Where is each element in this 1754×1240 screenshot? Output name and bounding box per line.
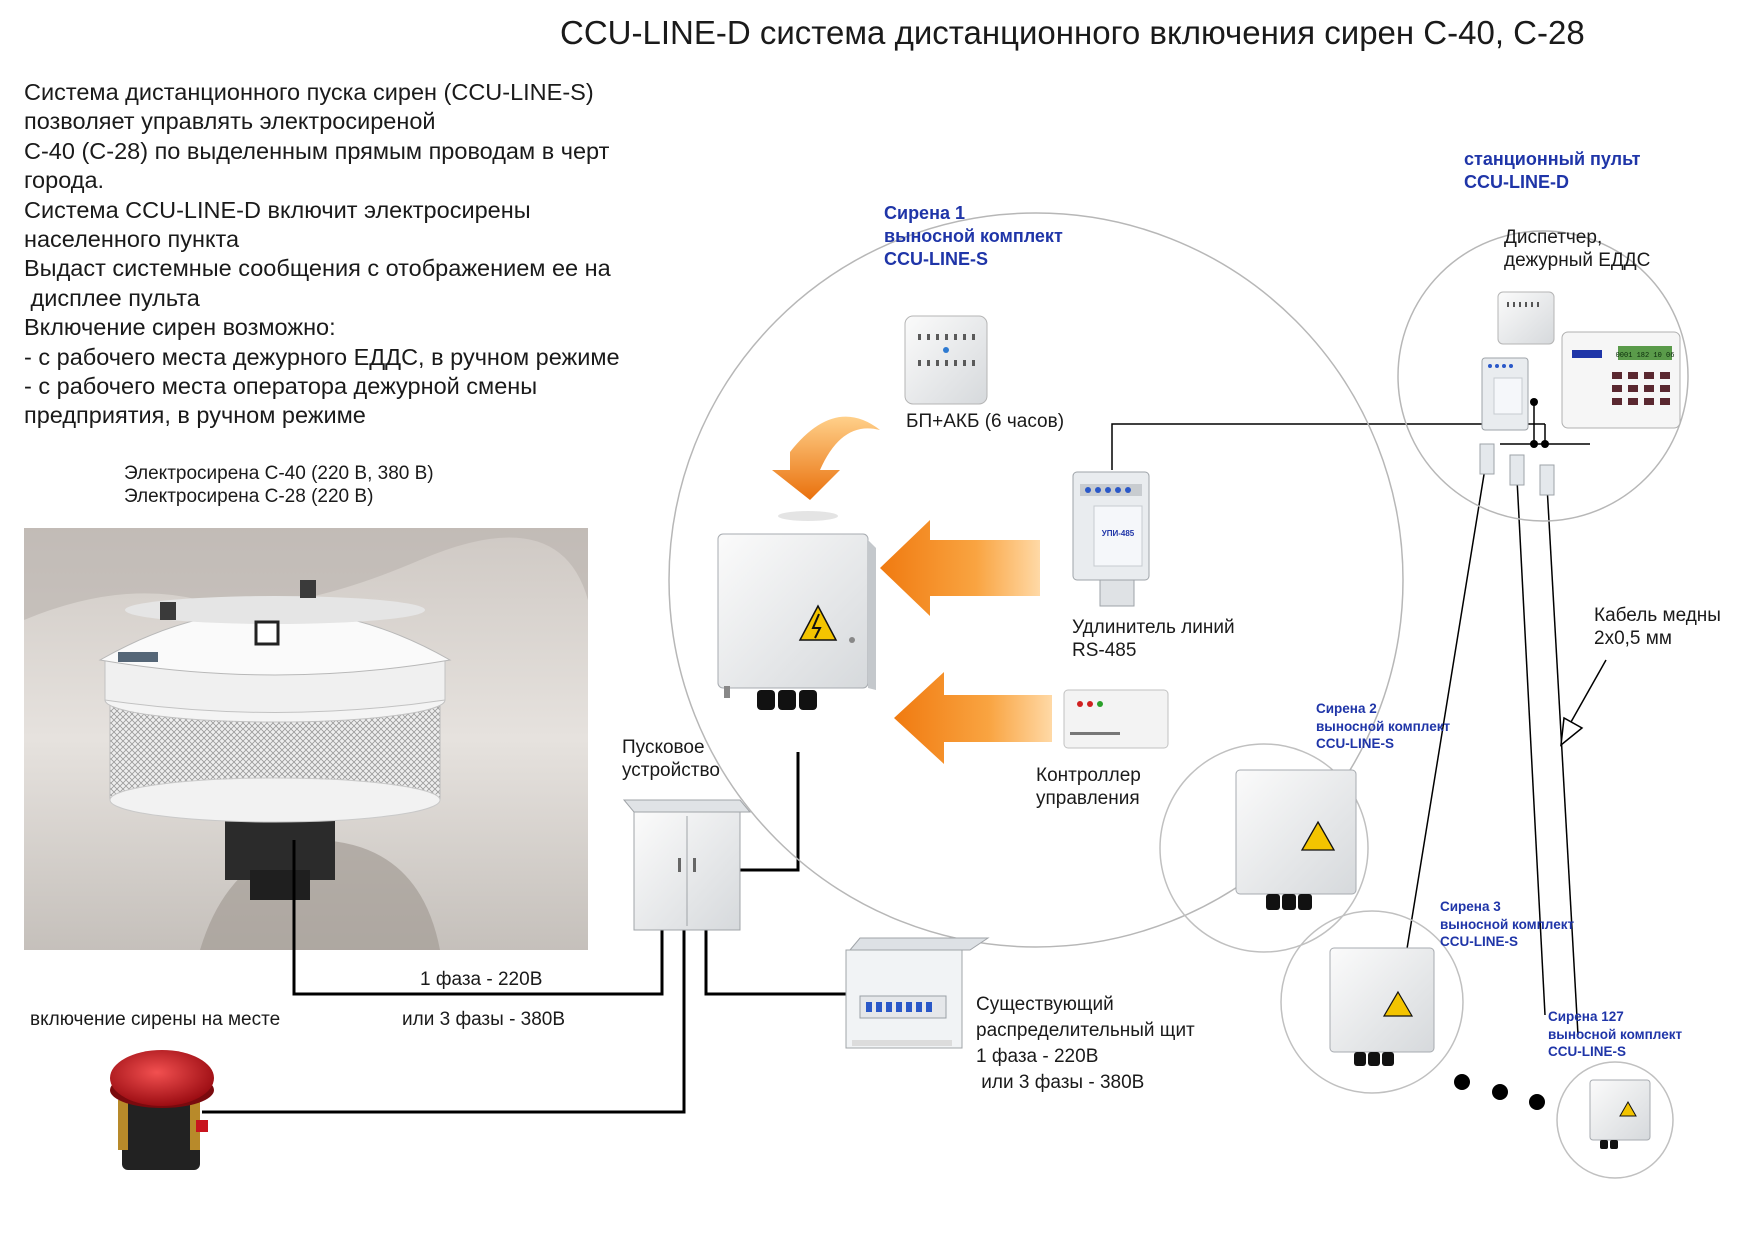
controller-label: Контроллер управления — [1036, 764, 1141, 810]
cable-label-line: Кабель медны — [1594, 605, 1721, 626]
extender-label: Удлинитель линий RS-485 — [1072, 616, 1235, 662]
power-wires — [202, 752, 850, 1114]
extender-label-line: Удлинитель линий — [1072, 617, 1235, 638]
controller-label-line: управления — [1036, 788, 1140, 809]
intro-line: дисплее пульта — [24, 284, 200, 311]
intro-line: - с рабочего места дежурного ЕДДС, в руч… — [24, 343, 620, 370]
siren3-kit-label-line: CCU-LINE-S — [1440, 934, 1518, 949]
siren127-kit-label-line: Сирена 127 — [1548, 1009, 1624, 1024]
siren3-kit-label: Сирена 3 выносной комплект CCU-LINE-S — [1440, 898, 1574, 951]
dispatcher-label-line: дежурный ЕДДС — [1504, 250, 1651, 271]
siren-caption: Электросирена С-40 (220 В, 380 В) Электр… — [124, 462, 434, 508]
siren-photo — [24, 528, 588, 950]
dispatcher-label: Диспетчер, дежурный ЕДДС — [1504, 226, 1650, 272]
cable-label: Кабель медны 2х0,5 мм — [1594, 604, 1721, 650]
siren2-kit-label-line: Сирена 2 — [1316, 701, 1377, 716]
page-title: CCU-LINE-D система дистанционного включе… — [560, 14, 1585, 51]
arrow-controller-to-box — [894, 672, 1052, 764]
siren3-circle — [1280, 910, 1464, 1094]
emergency-button-icon — [110, 1050, 214, 1170]
console-psu-icon — [1497, 291, 1555, 345]
siren127-kit-label-line: выносной комплект — [1548, 1026, 1683, 1042]
console-kit-label-line: станционный пульт — [1464, 149, 1641, 169]
console-line-modules-icon — [1479, 443, 1555, 496]
siren1-kit-label-line: Сирена 1 — [884, 203, 965, 223]
siren3-kit-label-line: Сирена 3 — [1440, 899, 1501, 914]
distribution-panel-icon — [845, 937, 990, 1049]
console-kit-label-line: CCU-LINE-D — [1464, 172, 1569, 192]
siren2-kit-label: Сирена 2 выносной комплект CCU-LINE-S — [1316, 700, 1450, 753]
starter-label: Пусковое устройство — [622, 736, 720, 782]
starter-cabinet-icon — [622, 799, 752, 931]
console-kit-label: станционный пульт CCU-LINE-D — [1464, 148, 1640, 194]
cable-label-line: 2х0,5 мм — [1594, 628, 1672, 649]
intro-line: города. — [24, 167, 105, 194]
phase1-label: 1 фаза - 220В — [420, 969, 543, 990]
extender-model-label: УПИ-485 — [1102, 529, 1135, 538]
panel-label-line: распределительный щит — [976, 1020, 1195, 1041]
siren1-kit-label: Сирена 1 выносной комплект CCU-LINE-S — [884, 202, 1063, 271]
siren-caption-line: Электросирена С-40 (220 В, 380 В) — [124, 463, 434, 484]
extender-label-line: RS-485 — [1072, 640, 1137, 661]
intro-line: позволяет управлять электросиреной — [24, 108, 436, 135]
starter-label-line: устройство — [622, 760, 720, 781]
rs485-lines — [1111, 402, 1590, 1036]
siren3-kit-label-line: выносной комплект — [1440, 916, 1575, 932]
intro-line: населенного пункта — [24, 226, 240, 253]
intro-line: Включение сирен возможно: — [24, 314, 336, 341]
arrow-psu-to-box — [772, 416, 880, 521]
dispatcher-label-line: Диспетчер, — [1504, 227, 1603, 248]
siren127-circle — [1556, 1061, 1674, 1179]
controller-device-icon — [1063, 689, 1169, 749]
intro-line: С-40 (С-28) по выделенным прямым провода… — [24, 137, 610, 164]
intro-line: Выдаст системные сообщения с отображение… — [24, 255, 611, 282]
dispatcher-console-icon: 0001 182 10 06 — [1561, 331, 1681, 429]
siren2-circle — [1159, 743, 1369, 953]
panel-label-line: Существующий — [976, 994, 1114, 1015]
panel-label: Существующий распределительный щит 1 фаз… — [976, 992, 1195, 1096]
more-sirens-ellipsis-icon — [1454, 1074, 1545, 1110]
siren3-enclosure-icon — [1329, 947, 1435, 1066]
phase3-label: или 3 фазы - 380В — [402, 1009, 566, 1030]
local-activation-label: включение сирены на месте — [30, 1009, 281, 1030]
siren1-kit-label-line: CCU-LINE-S — [884, 249, 988, 269]
intro-line: Система CCU-LINE-D включит электросирены — [24, 196, 531, 223]
console-extender-icon — [1481, 357, 1529, 431]
panel-label-line: 1 фаза - 220В — [976, 1046, 1099, 1067]
cable-pointer-arrow — [1560, 659, 1607, 747]
siren2-kit-label-line: выносной комплект — [1316, 718, 1451, 734]
panel-label-line: или 3 фазы - 380В — [976, 1072, 1145, 1093]
siren127-kit-label: Сирена 127 выносной комплект CCU-LINE-S — [1548, 1008, 1682, 1061]
psu-device-icon — [904, 315, 988, 405]
rs485-extender-icon: УПИ-485 — [1072, 471, 1150, 607]
siren127-enclosure-icon — [1589, 1079, 1651, 1149]
intro-line: - с рабочего места оператора дежурной см… — [24, 373, 538, 400]
siren2-enclosure-icon — [1235, 769, 1357, 910]
intro-text: Система дистанционного пуска сирен (CCU-… — [24, 78, 684, 431]
intro-line: предприятия, в ручном режиме — [24, 402, 366, 429]
psu-label: БП+АКБ (6 часов) — [906, 411, 1065, 432]
siren127-kit-label-line: CCU-LINE-S — [1548, 1044, 1626, 1059]
starter-label-line: Пусковое — [622, 737, 705, 758]
siren1-enclosure-icon — [717, 533, 876, 710]
siren-caption-line: Электросирена С-28 (220 В) — [124, 486, 374, 507]
siren2-kit-label-line: CCU-LINE-S — [1316, 736, 1394, 751]
console-circle — [1397, 230, 1689, 522]
siren1-kit-circle — [668, 212, 1404, 948]
controller-label-line: Контроллер — [1036, 765, 1141, 786]
arrow-extender-to-box — [880, 520, 1040, 616]
siren1-kit-label-line: выносной комплект — [884, 226, 1063, 246]
intro-line: Система дистанционного пуска сирен (CCU-… — [24, 79, 594, 105]
console-display-text: 0001 182 10 06 — [1616, 352, 1675, 360]
